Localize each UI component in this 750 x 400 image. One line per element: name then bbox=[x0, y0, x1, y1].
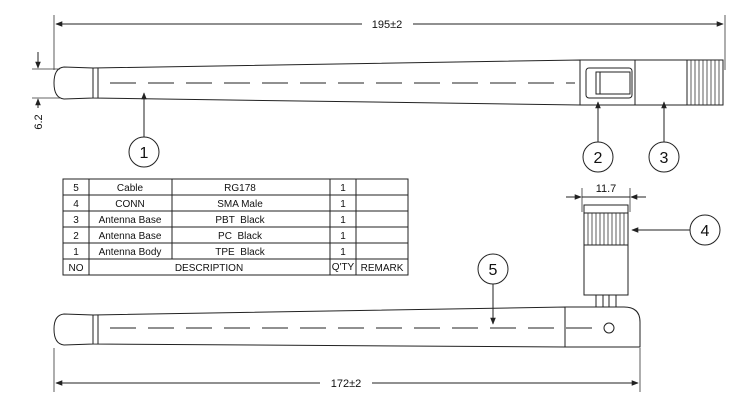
table-row-2-part: Antenna Base bbox=[99, 231, 162, 242]
callout-1-label: 1 bbox=[140, 145, 149, 162]
parts-table: 5 Cable RG178 1 4 CONN SMA Male 1 3 Ante… bbox=[62, 178, 409, 276]
table-row-5-part: Cable bbox=[117, 183, 144, 194]
callout-5-label: 5 bbox=[489, 262, 498, 279]
table-row-1-part: Antenna Body bbox=[99, 247, 162, 258]
table-row-4-qty: 1 bbox=[340, 199, 346, 210]
top-length-label: 195±2 bbox=[372, 19, 403, 31]
callout-4-label: 4 bbox=[701, 223, 710, 240]
diameter-label: 6.2 bbox=[33, 114, 45, 129]
table-row-5-spec: RG178 bbox=[224, 183, 256, 194]
table-row-1-qty: 1 bbox=[340, 247, 346, 258]
table-row-3-qty: 1 bbox=[340, 215, 346, 226]
bottom-antenna-body bbox=[92, 306, 566, 348]
bottom-view: 11.7 172±2 bbox=[53, 183, 721, 392]
table-row-5-qty: 1 bbox=[340, 183, 346, 194]
table-row-2-spec: PC Black bbox=[218, 231, 263, 242]
table-header-no: NO bbox=[69, 263, 84, 274]
callout-3-label: 3 bbox=[660, 150, 669, 167]
bottom-antenna-tip bbox=[53, 313, 94, 346]
table-header-description: DESCRIPTION bbox=[175, 263, 243, 274]
connector-sleeve bbox=[583, 244, 629, 296]
top-view: 195±2 6.2 1 bbox=[32, 15, 726, 173]
top-hinge-pin bbox=[595, 71, 631, 95]
connector-neck bbox=[595, 294, 617, 308]
top-antenna-tip bbox=[53, 66, 94, 100]
callout-1-circle bbox=[128, 136, 160, 168]
table-row-3-spec: PBT Black bbox=[215, 215, 265, 226]
table-row-4-spec: SMA Male bbox=[217, 199, 263, 210]
table-row-4-part: CONN bbox=[115, 199, 144, 210]
connector-knurl-lines bbox=[587, 213, 625, 245]
callout-2-label: 2 bbox=[594, 150, 603, 167]
callout-5-circle bbox=[477, 253, 509, 285]
connector-knurled-nut bbox=[583, 212, 629, 246]
callout-3-circle bbox=[648, 141, 680, 173]
connector-cap bbox=[583, 204, 629, 214]
table-row-4-no: 4 bbox=[73, 199, 79, 210]
callout-4-circle bbox=[689, 214, 721, 246]
top-knurl-lines bbox=[690, 60, 720, 105]
table-row-1-spec: TPE Black bbox=[215, 247, 265, 258]
table-header-remark: REMARK bbox=[361, 263, 404, 274]
table-header-qty: Q'TY bbox=[332, 262, 355, 273]
table-row-5-no: 5 bbox=[73, 183, 79, 194]
bottom-hinge-base bbox=[564, 306, 641, 348]
table-row-2-qty: 1 bbox=[340, 231, 346, 242]
bottom-length-label: 172±2 bbox=[331, 378, 362, 390]
table-row-1-no: 1 bbox=[73, 247, 79, 258]
table-row-3-part: Antenna Base bbox=[99, 215, 162, 226]
top-connector-sleeve bbox=[634, 59, 688, 106]
bottom-hinge-pin bbox=[603, 322, 615, 334]
table-row-3-no: 3 bbox=[73, 215, 79, 226]
connector-width-label: 11.7 bbox=[596, 183, 617, 195]
callout-2-circle bbox=[582, 141, 614, 173]
top-knurled-nut bbox=[686, 59, 724, 106]
table-row-2-no: 2 bbox=[73, 231, 79, 242]
